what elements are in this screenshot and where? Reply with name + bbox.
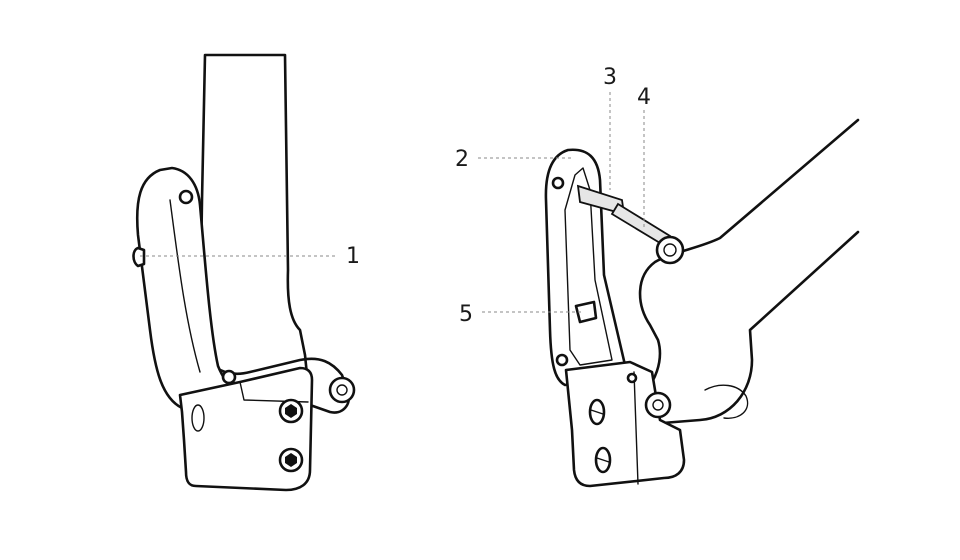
hand-arm — [633, 118, 860, 426]
clamp-slot-right-upper — [588, 398, 606, 426]
clamp-split-line — [633, 371, 639, 485]
hinge-boss-center — [336, 384, 348, 396]
hex-bolt-lower — [278, 447, 304, 473]
callout-3: 3 — [603, 65, 617, 90]
hinge-boss-right-center — [652, 399, 664, 411]
latch-pivot-bottom — [221, 369, 237, 385]
hinge-boss-right — [644, 391, 672, 419]
latch-arm-inner-edge — [169, 199, 201, 373]
callout-1: 1 — [346, 244, 360, 269]
hex-bolt-upper — [278, 398, 304, 424]
latch-knob — [132, 246, 146, 268]
latch-frame-hole-bottom — [555, 353, 569, 367]
callout-5: 5 — [459, 302, 473, 327]
callout-4: 4 — [637, 85, 651, 110]
fork-tube — [198, 53, 351, 414]
clamp-slot — [191, 404, 205, 432]
hinge-boss — [328, 376, 356, 404]
latch-frame-inner — [564, 167, 613, 366]
latch-frame-hole-top — [551, 176, 565, 190]
callout-2: 2 — [455, 147, 469, 172]
hand-thumb — [704, 384, 749, 419]
clamp-slot-right-lower — [594, 446, 612, 474]
tool-handle — [655, 235, 685, 265]
latch-lower-tab — [574, 300, 598, 324]
leader-lines — [140, 92, 645, 313]
latch-pivot-top — [178, 189, 194, 205]
clamp-top-screw — [626, 372, 638, 384]
left-fork-assembly — [132, 53, 356, 492]
right-fork-assembly — [544, 118, 860, 488]
